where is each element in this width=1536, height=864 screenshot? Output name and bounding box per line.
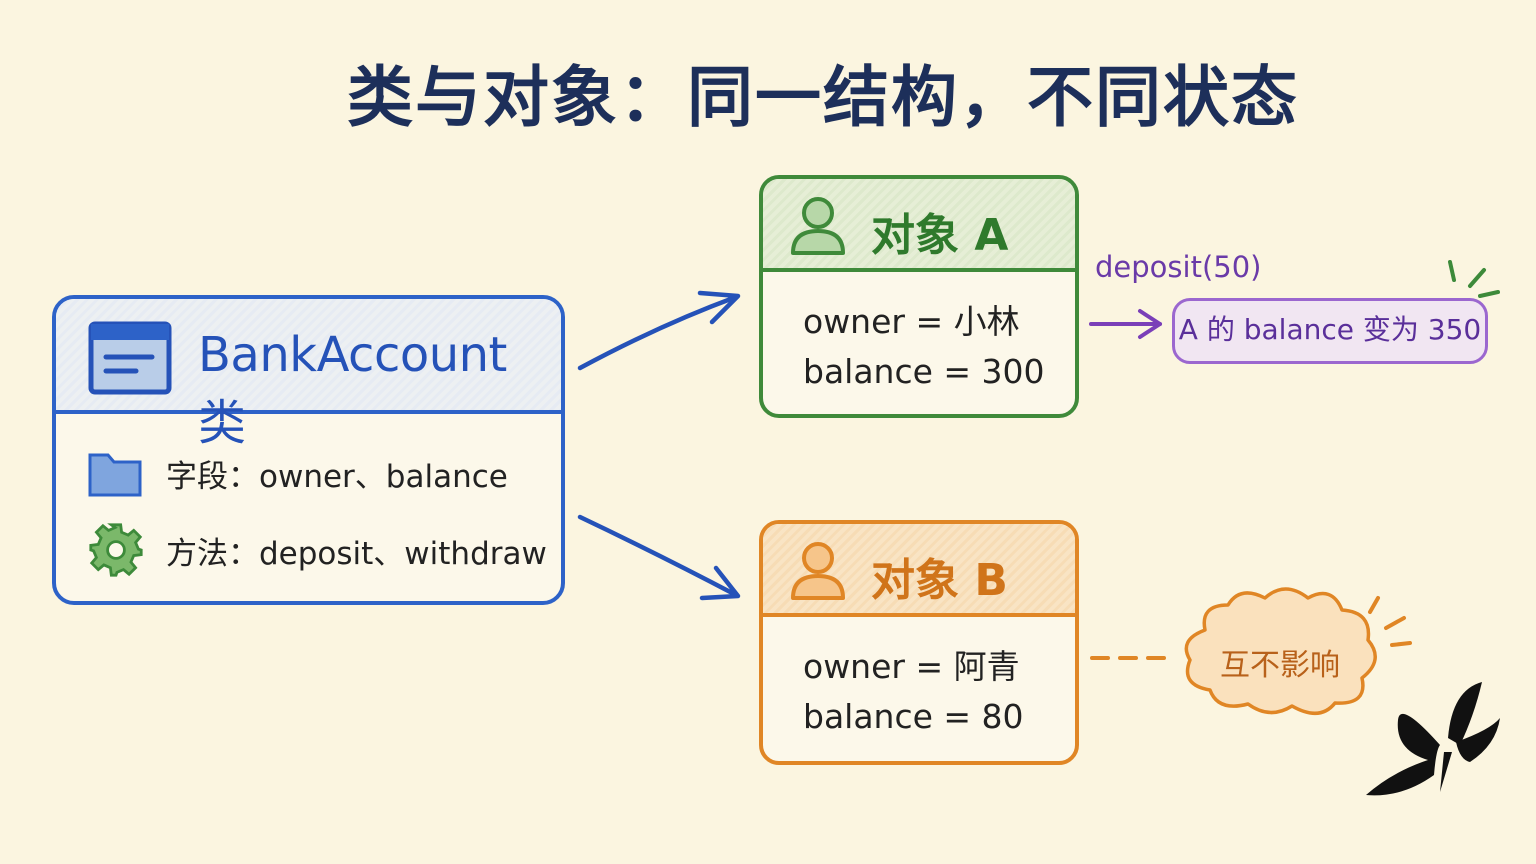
class-fields-row: 字段：owner、balance <box>56 439 561 499</box>
person-icon <box>791 542 845 600</box>
class-name: BankAccount 类 <box>198 327 507 451</box>
sparkle-icon <box>1448 260 1500 298</box>
object-b-box: 对象 B owner = 阿青 balance = 80 <box>759 520 1079 765</box>
class-methods-text: 方法：deposit、withdraw <box>166 536 547 572</box>
object-b-title: 对象 B <box>871 555 1008 606</box>
person-icon <box>791 197 845 255</box>
class-methods-row: 方法：deposit、withdraw <box>56 516 561 577</box>
arrow-class-to-object-b <box>577 514 741 601</box>
object-b-balance: balance = 80 <box>803 697 1024 736</box>
folder-icon <box>88 453 142 497</box>
object-a-balance: balance = 300 <box>803 352 1045 391</box>
object-a-header: 对象 A <box>763 179 1075 272</box>
arrow-deposit <box>1089 309 1162 339</box>
butterfly-logo <box>1366 682 1500 796</box>
deposit-result-box: A 的 balance 变为 350 <box>1172 298 1488 364</box>
arrow-class-to-object-a <box>577 290 741 371</box>
object-a-owner: owner = 小林 <box>803 302 1020 341</box>
sparkle-icon <box>1368 596 1412 647</box>
class-window-icon <box>88 321 172 395</box>
independence-note: 互不影响 <box>1220 648 1340 683</box>
deposit-call-label: deposit(50) <box>1095 250 1262 284</box>
cloud-shape <box>1184 587 1377 715</box>
object-a-title: 对象 A <box>871 210 1009 261</box>
object-b-owner: owner = 阿青 <box>803 647 1020 686</box>
class-header: BankAccount 类 <box>56 299 561 451</box>
gear-icon <box>89 523 143 577</box>
object-a-box: 对象 A owner = 小林 balance = 300 <box>759 175 1079 418</box>
class-fields-text: 字段：owner、balance <box>166 459 508 495</box>
class-box: BankAccount 类 字段：owner、balance 方法：deposi… <box>52 295 565 605</box>
object-b-header: 对象 B <box>763 524 1075 617</box>
diagram-title: 类与对象：同一结构，不同状态 <box>347 59 1299 136</box>
